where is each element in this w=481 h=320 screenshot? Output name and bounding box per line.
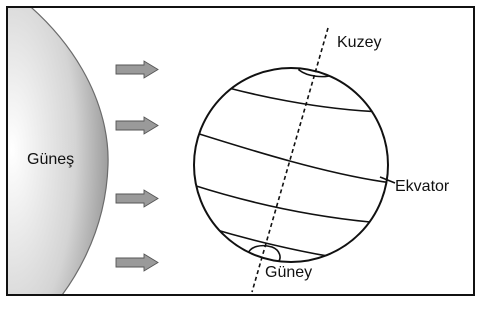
earth [193, 67, 396, 263]
north-pole-label: Kuzey [337, 34, 382, 51]
latitude-line-2 [194, 131, 388, 184]
equator-pointer [379, 176, 396, 184]
diagram-frame [6, 6, 475, 296]
south-pole-label: Güney [265, 264, 313, 281]
sun-ray-arrow-1 [115, 60, 159, 79]
sun-ray-arrow-2 [115, 116, 159, 135]
sun-ray-arrow-4 [115, 253, 159, 272]
equator-label: Ekvator [395, 178, 450, 195]
sun-shape [7, 7, 109, 295]
earth-axis [251, 27, 329, 293]
equator-line [194, 184, 371, 223]
sun-rays [115, 60, 159, 272]
sun-ray-arrow-3 [115, 189, 159, 208]
sun-label: Güneş [27, 151, 75, 168]
earth-globe [193, 67, 389, 263]
